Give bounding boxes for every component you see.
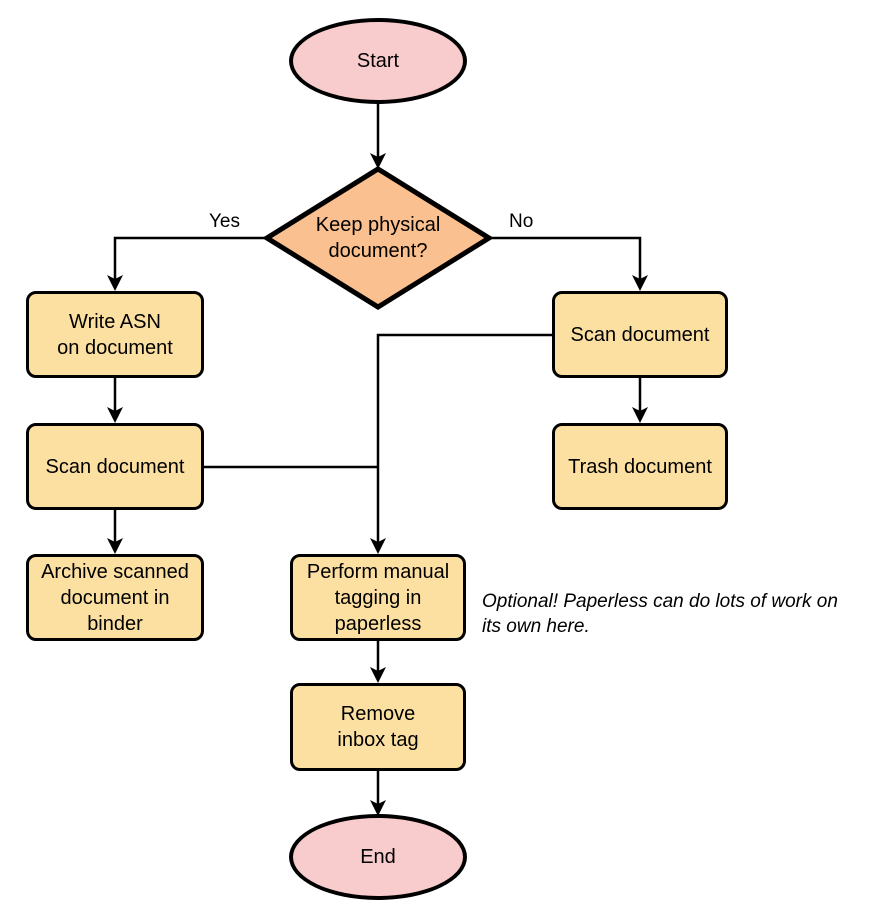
node-scan-document-right[interactable]: Scan document: [552, 291, 728, 378]
edge-decision-no-to-scan-right: [491, 236, 649, 292]
node-scan-document-right-label: Scan document: [570, 323, 710, 346]
node-write-asn-on-document[interactable]: Write ASN on document: [26, 291, 204, 378]
diamond-shape: [264, 166, 492, 310]
node-remove-inbox-tag[interactable]: Remove inbox tag: [290, 683, 466, 771]
node-trash-document-label: Trash document: [568, 455, 712, 478]
annotation-optional-note: Optional! Paperless can do lots of work …: [482, 591, 838, 637]
node-decision-keep-physical-document[interactable]: Keep physical document?: [264, 166, 492, 310]
node-archive-scanned-document[interactable]: Archive scanned document in binder: [26, 554, 204, 641]
node-write-asn-label: Write ASN on document: [57, 310, 173, 359]
edge-decision-yes-to-write-asn: [107, 236, 265, 292]
node-end[interactable]: End: [289, 814, 467, 900]
node-start-label: Start: [356, 50, 400, 72]
edge-scan-right-to-manual-tagging: [370, 333, 552, 555]
node-archive-label: Archive scanned document in binder: [41, 560, 189, 635]
node-remove-inbox-tag-label: Remove inbox tag: [337, 703, 419, 751]
node-decision-label: Keep physical document?: [315, 214, 441, 262]
edge-label-yes: Yes: [209, 211, 240, 232]
node-end-label: End: [360, 846, 396, 868]
edge-label-no: No: [509, 211, 534, 232]
node-scan-document-left-label: Scan document: [45, 455, 185, 478]
node-perform-manual-tagging[interactable]: Perform manual tagging in paperless: [290, 554, 466, 641]
node-trash-document[interactable]: Trash document: [552, 423, 728, 510]
node-start[interactable]: Start: [289, 18, 467, 104]
node-scan-document-left[interactable]: Scan document: [26, 423, 204, 510]
node-manual-tagging-label: Perform manual tagging in paperless: [306, 560, 450, 635]
